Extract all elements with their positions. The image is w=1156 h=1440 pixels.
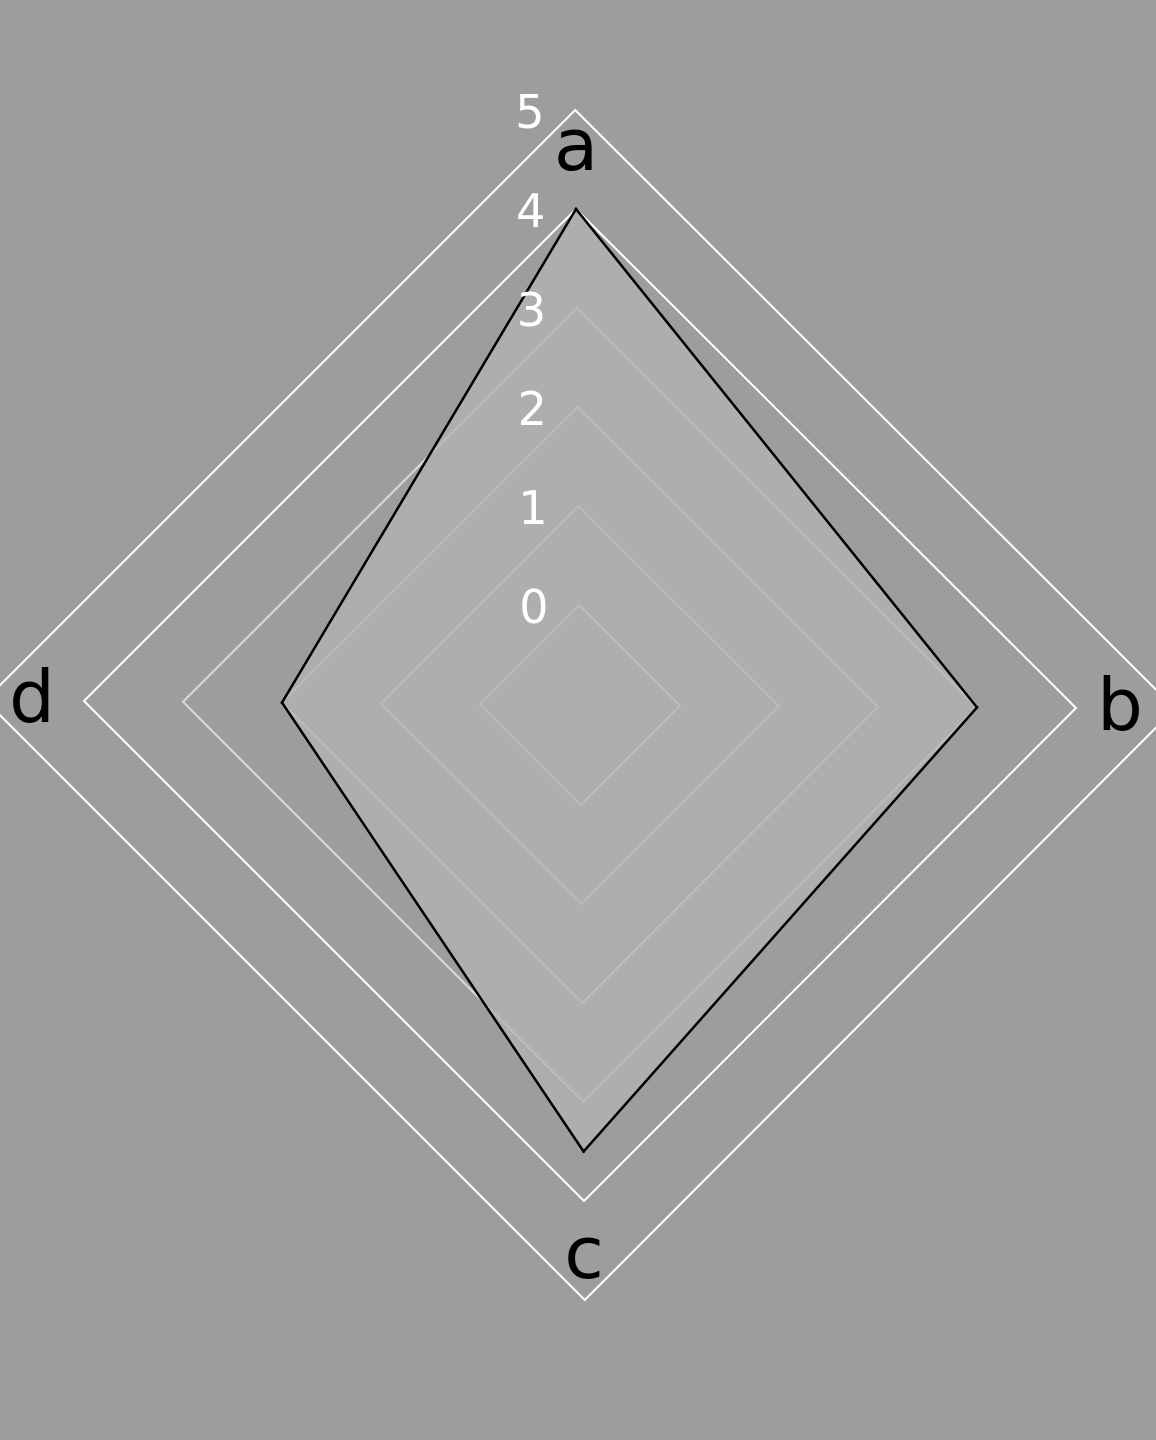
data-point-a xyxy=(574,207,578,211)
tick-label-4: 4 xyxy=(516,184,545,238)
tick-label-3: 3 xyxy=(517,283,546,337)
tick-label-2: 2 xyxy=(518,382,547,436)
grid-ring-5 xyxy=(0,108,1156,1302)
data-point-d xyxy=(280,701,284,705)
radar-axis-labels: a b c d xyxy=(9,103,1143,1295)
axis-label-b: b xyxy=(1097,663,1143,747)
data-point-b xyxy=(975,705,979,709)
grid-ring-4 xyxy=(82,207,1078,1203)
data-point-c xyxy=(582,1150,586,1153)
tick-label-5: 5 xyxy=(515,85,544,139)
axis-label-c: c xyxy=(564,1211,604,1295)
axis-label-d: d xyxy=(9,655,55,739)
tick-label-0: 0 xyxy=(519,580,548,634)
radar-series xyxy=(280,206,979,1154)
radar-tick-labels: 0 1 2 3 4 5 xyxy=(515,85,548,634)
tick-label-1: 1 xyxy=(518,481,547,535)
axis-label-a: a xyxy=(554,103,598,187)
